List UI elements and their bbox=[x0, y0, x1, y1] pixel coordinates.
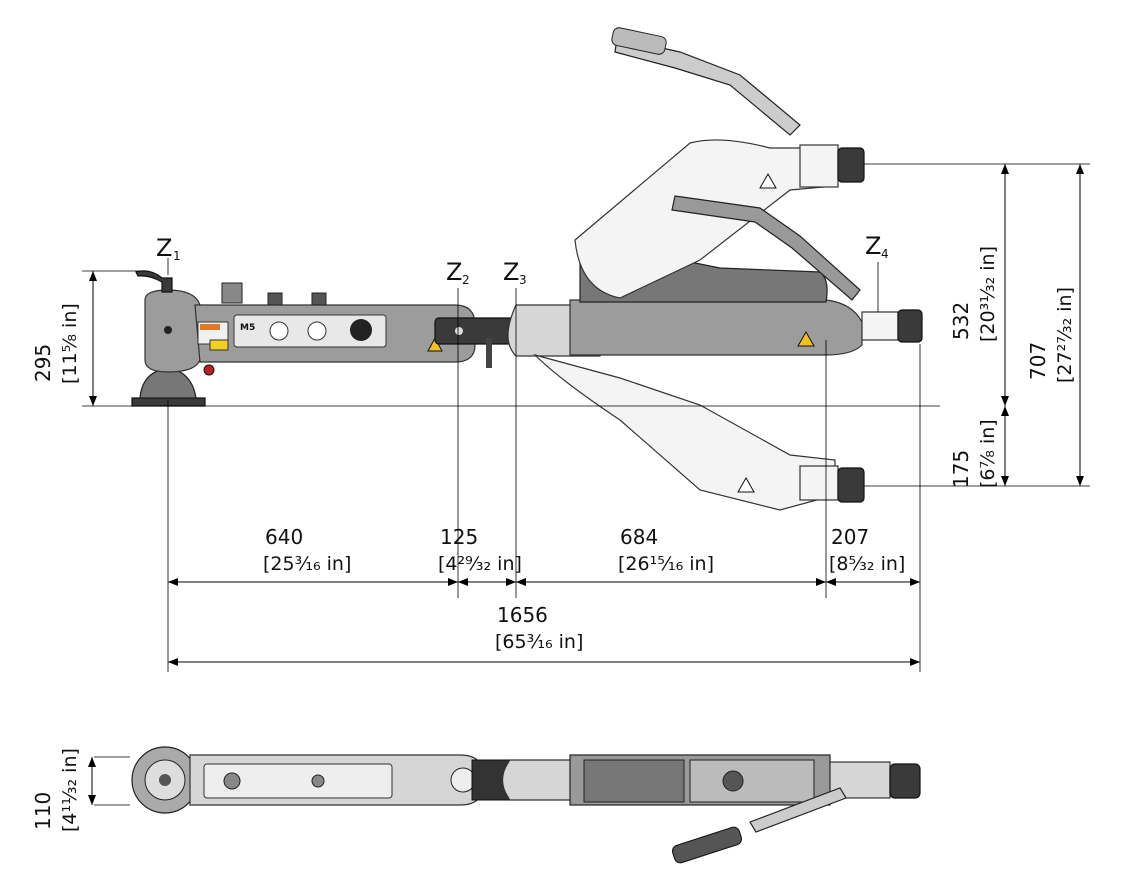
side-panel bbox=[203, 763, 393, 799]
dim-1656-mm: 1656 bbox=[497, 603, 548, 627]
clamp-z4 bbox=[861, 311, 899, 341]
upper-end-cap bbox=[837, 147, 865, 183]
knob-icon bbox=[350, 319, 372, 341]
svg-text:Z: Z bbox=[865, 232, 881, 260]
side-handle-rod bbox=[749, 787, 847, 833]
dim-295-mm: 295 bbox=[31, 344, 55, 382]
lower-swing-arm bbox=[532, 353, 836, 511]
upper-grip bbox=[611, 27, 667, 55]
middle-handle bbox=[671, 195, 861, 301]
zone-z4: Z 4 bbox=[865, 232, 889, 261]
lower-end-cap bbox=[837, 467, 865, 503]
model-label: M5 bbox=[240, 323, 255, 333]
svg-text:1: 1 bbox=[173, 249, 181, 263]
top-fitting-1 bbox=[221, 282, 243, 304]
pivot-bolt bbox=[164, 326, 172, 334]
dimension-labels: 640 [25³⁄₁₆ in] 125 [4²⁹⁄₃₂ in] 684 [26¹… bbox=[31, 246, 1076, 832]
red-knob-icon bbox=[203, 364, 215, 376]
base-head bbox=[144, 289, 201, 373]
end-cap-z4 bbox=[897, 309, 923, 343]
joint-handle bbox=[486, 338, 492, 368]
upper-clamp bbox=[799, 144, 839, 188]
side-motor-panel bbox=[689, 759, 815, 803]
dim-207-inch: [8⁵⁄₃₂ in] bbox=[829, 553, 905, 575]
motor-housing bbox=[569, 299, 863, 356]
dim-532-mm: 532 bbox=[949, 302, 973, 340]
top-fitting-2 bbox=[267, 292, 283, 306]
dim-295-inch: [11⁵⁄₈ in] bbox=[59, 303, 81, 384]
side-dark-link bbox=[471, 759, 511, 801]
svg-text:3: 3 bbox=[519, 273, 527, 287]
dim-125-mm: 125 bbox=[440, 525, 478, 549]
dim-175-inch: [6⁷⁄₈ in] bbox=[977, 419, 999, 488]
side-port-2 bbox=[311, 774, 325, 788]
dim-110-inch: [4¹¹⁄₃₂ in] bbox=[59, 748, 81, 832]
gauge-1-icon bbox=[269, 321, 289, 341]
dim-110-mm: 110 bbox=[31, 792, 55, 830]
clamp-lever bbox=[135, 270, 173, 293]
side-base-hub bbox=[159, 774, 171, 786]
dim-175-mm: 175 bbox=[949, 450, 973, 488]
zone-z3: Z 3 bbox=[503, 258, 527, 287]
warning-upper-icon bbox=[759, 172, 777, 189]
side-motor-window bbox=[583, 759, 685, 803]
dim-640-inch: [25³⁄₁₆ in] bbox=[263, 553, 351, 575]
side-view-arm bbox=[131, 746, 921, 864]
dim-207-mm: 207 bbox=[831, 525, 869, 549]
zone-labels: Z 1 Z 2 Z 3 Z 4 bbox=[156, 232, 889, 287]
orange-label bbox=[200, 324, 220, 330]
dim-707-mm: 707 bbox=[1026, 342, 1050, 380]
dim-640-mm: 640 bbox=[265, 525, 303, 549]
svg-text:Z: Z bbox=[446, 258, 462, 286]
warning-lower-icon bbox=[737, 476, 755, 493]
warning-triangle-2-icon bbox=[797, 330, 815, 347]
svg-text:Z: Z bbox=[156, 234, 172, 262]
yellow-label bbox=[209, 339, 229, 351]
side-handle-grip bbox=[671, 826, 743, 864]
zone-z1: Z 1 bbox=[156, 234, 181, 263]
dim-684-inch: [26¹⁵⁄₁₆ in] bbox=[618, 553, 714, 575]
side-motor-dial bbox=[722, 770, 744, 792]
dim-1656-inch: [65³⁄₁₆ in] bbox=[495, 631, 583, 653]
extension-lines bbox=[82, 163, 1090, 806]
gauge-2-icon bbox=[307, 321, 327, 341]
top-fitting-3 bbox=[311, 292, 327, 306]
lower-clamp bbox=[799, 465, 839, 501]
dim-684-mm: 684 bbox=[620, 525, 658, 549]
svg-text:4: 4 bbox=[881, 247, 889, 261]
top-view-arm: M5 bbox=[131, 27, 923, 511]
base-foot bbox=[131, 397, 206, 407]
side-arm-2 bbox=[501, 759, 581, 801]
zone-z2: Z 2 bbox=[446, 258, 470, 287]
dim-532-inch: [20³¹⁄₃₂ in] bbox=[977, 246, 999, 342]
dimension-lines bbox=[88, 164, 1084, 805]
upper-handle bbox=[614, 37, 801, 136]
side-end-cap bbox=[889, 763, 921, 799]
side-port-1 bbox=[223, 772, 241, 790]
joint-pin-1 bbox=[455, 327, 463, 335]
side-joint bbox=[450, 767, 476, 793]
svg-text:2: 2 bbox=[462, 273, 470, 287]
dim-125-inch: [4²⁹⁄₃₂ in] bbox=[438, 553, 522, 575]
svg-text:Z: Z bbox=[503, 258, 519, 286]
dim-707-inch: [27²⁷⁄₃₂ in] bbox=[1054, 287, 1076, 383]
